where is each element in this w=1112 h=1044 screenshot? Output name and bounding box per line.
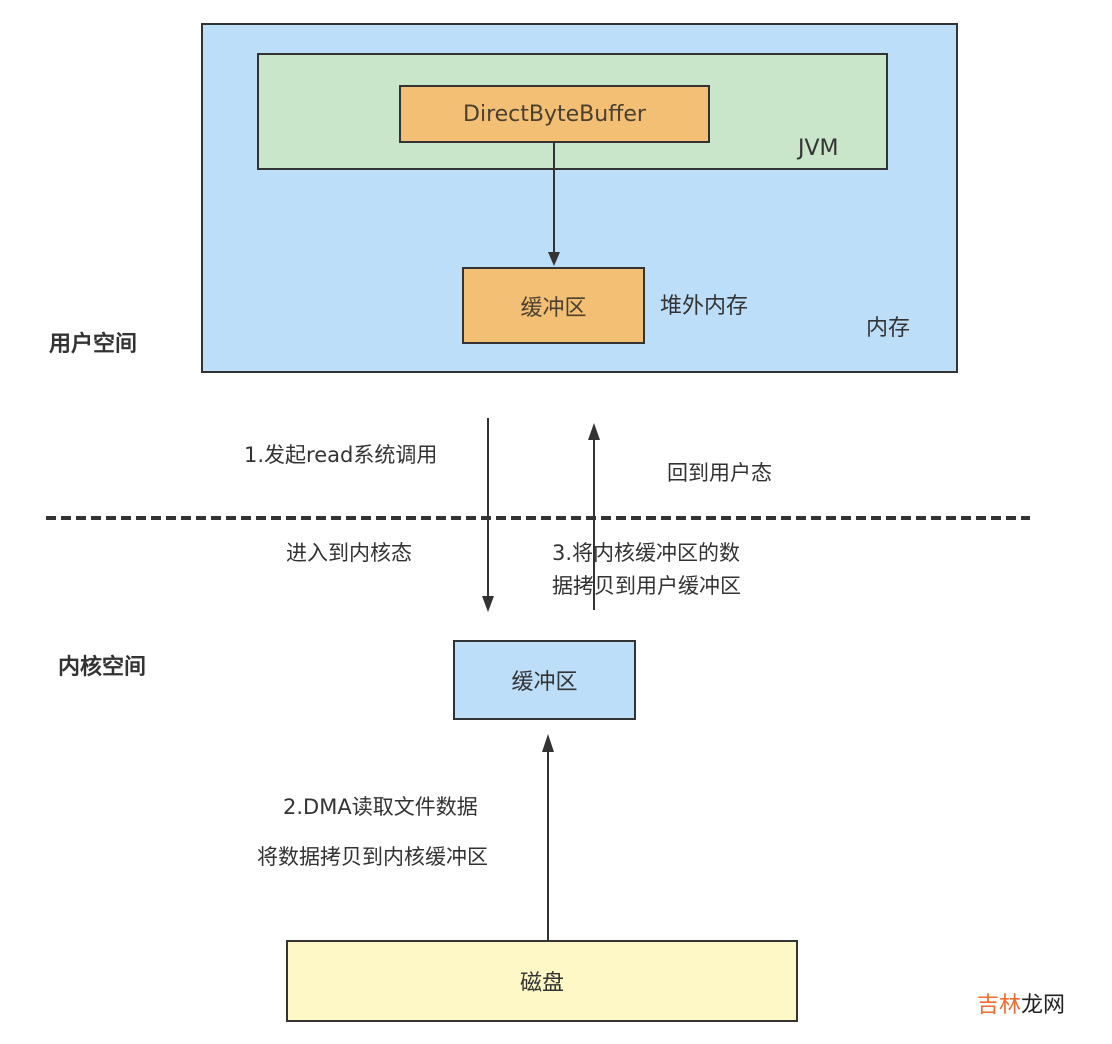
offheap-buffer-label: 缓冲区 [520, 295, 587, 321]
arrowhead-up-icon [542, 734, 554, 752]
arrowhead-up-icon [588, 423, 600, 440]
watermark: 吉林龙网 [977, 993, 1065, 1019]
direct-byte-buffer-box: DirectByteBuffer [399, 85, 710, 143]
step3-label-line1: 3.将内核缓冲区的数 [552, 541, 741, 565]
step2-label-line2: 将数据拷贝到内核缓冲区 [257, 845, 488, 869]
arrowhead-down-icon [482, 596, 494, 612]
enter-kernel-label: 进入到内核态 [286, 541, 412, 565]
disk-label: 磁盘 [519, 971, 564, 996]
watermark-plain: 龙网 [1021, 993, 1066, 1018]
direct-byte-buffer-label: DirectByteBuffer [463, 101, 646, 127]
kernel-buffer-box: 缓冲区 [453, 640, 636, 720]
offheap-memory-caption: 堆外内存 [660, 294, 749, 319]
watermark-accent: 吉林 [977, 993, 1022, 1018]
step1-label: 1.发起read系统调用 [244, 443, 438, 467]
disk-box: 磁盘 [286, 940, 798, 1022]
arrowhead-down-icon [548, 252, 560, 266]
memory-label: 内存 [866, 316, 911, 341]
jvm-label: JVM [798, 136, 839, 161]
kernel-buffer-label: 缓冲区 [511, 670, 578, 695]
kernel-space-label: 内核空间 [58, 655, 147, 680]
user-space-label: 用户空间 [49, 332, 138, 357]
step3-label-line2: 据拷贝到用户缓冲区 [552, 574, 741, 598]
offheap-buffer-box: 缓冲区 [462, 267, 645, 344]
step2-label-line1: 2.DMA读取文件数据 [283, 795, 478, 819]
return-user-label: 回到用户态 [667, 461, 772, 485]
